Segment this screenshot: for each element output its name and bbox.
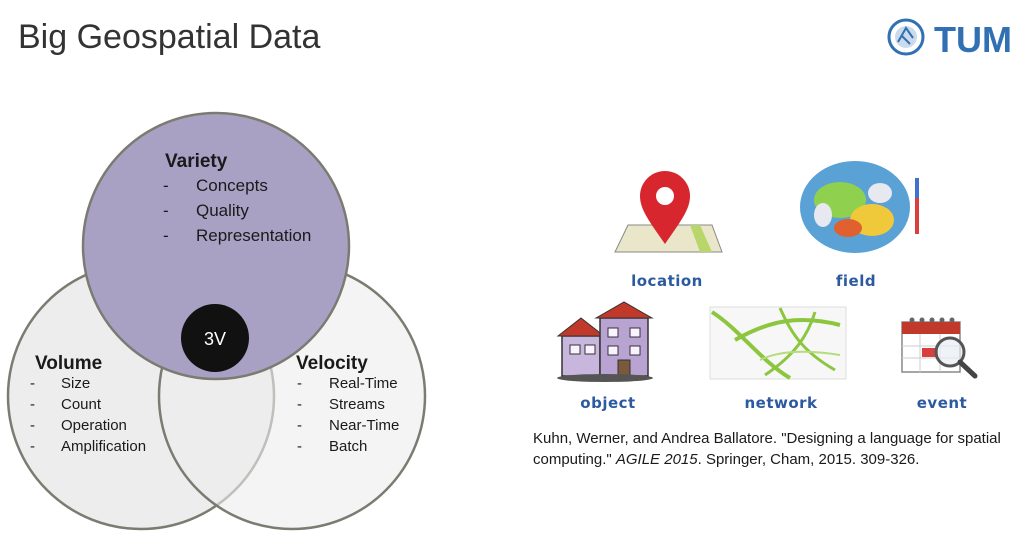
velocity-item: Near-Time	[329, 417, 399, 434]
spatial-concepts-figure: location field object network	[556, 161, 978, 412]
event-label: event	[917, 394, 967, 412]
network-icon	[709, 306, 847, 380]
volume-items: - Size - Count - Operation - Amplificati…	[30, 375, 146, 455]
variety-items: - Concepts - Quality - Representation	[163, 176, 311, 245]
velocity-title: Velocity	[296, 353, 368, 374]
tum-wordmark: TUM	[934, 19, 1012, 60]
network-label: network	[744, 394, 818, 412]
variety-item: Concepts	[196, 176, 268, 195]
event-icon	[901, 317, 978, 379]
center-label: 3V	[204, 329, 226, 349]
object-label: object	[580, 394, 635, 412]
velocity-items: - Real-Time - Streams - Near-Time - Batc…	[297, 375, 399, 455]
volume-title: Volume	[35, 353, 102, 374]
velocity-bullet: -	[297, 438, 302, 455]
citation-publisher: . Springer, Cham, 2015. 309-326.	[697, 451, 920, 468]
variety-item: Quality	[196, 201, 249, 220]
velocity-bullet: -	[297, 396, 302, 413]
citation-venue: AGILE 2015	[615, 451, 698, 468]
velocity-bullet: -	[297, 417, 302, 434]
venn-diagram: 3V Variety - Concepts - Quality - Repres…	[6, 111, 427, 531]
variety-bullet: -	[163, 176, 169, 195]
tum-seal-icon	[887, 18, 925, 56]
variety-item: Representation	[196, 226, 311, 245]
location-label: location	[631, 272, 703, 290]
variety-bullet: -	[163, 201, 169, 220]
field-label: field	[836, 272, 876, 290]
volume-item: Count	[61, 396, 102, 413]
volume-bullet: -	[30, 375, 35, 392]
field-icon	[800, 161, 919, 253]
citation: Kuhn, Werner, and Andrea Ballatore. "Des…	[533, 428, 1003, 470]
center-circle	[181, 304, 249, 372]
volume-bullet: -	[30, 396, 35, 413]
citation-authors-title: Kuhn, Werner, and Andrea Ballatore. "Des…	[533, 430, 1001, 468]
variety-bullet: -	[163, 226, 169, 245]
location-icon	[614, 171, 723, 253]
volume-item: Amplification	[61, 438, 146, 455]
velocity-bullet: -	[297, 375, 302, 392]
object-icon	[556, 301, 654, 382]
variety-circle	[81, 111, 351, 381]
velocity-item: Streams	[329, 396, 385, 413]
volume-bullet: -	[30, 438, 35, 455]
variety-title: Variety	[165, 151, 228, 172]
velocity-item: Batch	[329, 438, 367, 455]
volume-item: Size	[61, 375, 90, 392]
velocity-item: Real-Time	[329, 375, 398, 392]
volume-item: Operation	[61, 417, 127, 434]
page-title: Big Geospatial Data	[18, 18, 321, 56]
volume-bullet: -	[30, 417, 35, 434]
tum-logo: TUM	[887, 18, 1012, 60]
